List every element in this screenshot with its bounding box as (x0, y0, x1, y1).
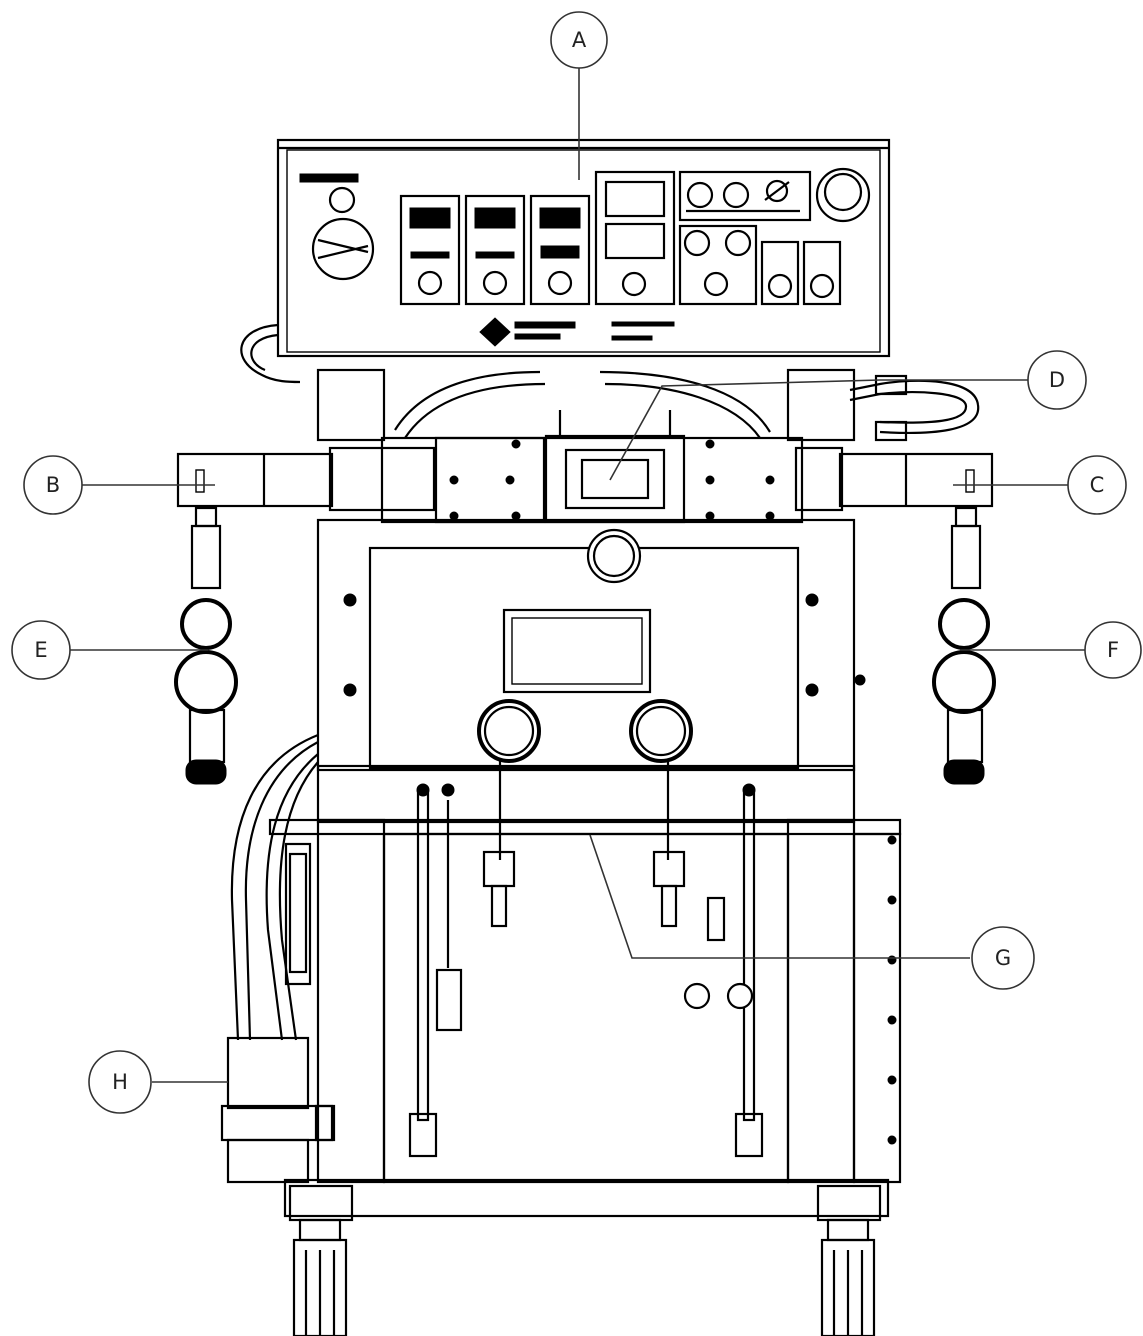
control-panel (276, 138, 891, 358)
wheels (288, 1184, 882, 1336)
meter-right (932, 506, 996, 785)
callout-h: H (88, 1050, 152, 1114)
callout-e: E (11, 620, 71, 680)
frame (268, 518, 902, 1218)
callout-label-a: A (572, 28, 587, 52)
callout-label-g: G (995, 946, 1011, 970)
zone-modules (399, 194, 591, 306)
callout-label-h: H (112, 1070, 128, 1094)
callout-f: F (1084, 621, 1142, 679)
callout-d: D (1027, 350, 1087, 410)
leader-lines (70, 67, 1086, 1083)
meter-left (174, 506, 238, 785)
callout-label-e: E (34, 638, 47, 662)
callout-g: G (971, 926, 1035, 990)
callout-label-b: B (46, 473, 60, 497)
pump-assembly (316, 368, 856, 524)
callout-label-f: F (1107, 638, 1119, 662)
panel-hoses (240, 323, 980, 442)
callout-label-c: C (1090, 473, 1105, 497)
callout-a: A (550, 11, 608, 69)
leader-d (609, 379, 1028, 481)
heater-left (176, 446, 436, 512)
left-hose-bundle (220, 733, 336, 1184)
callout-label-d: D (1049, 368, 1065, 392)
callout-b: B (23, 455, 83, 515)
heater-right (794, 446, 994, 512)
leader-g (589, 834, 970, 959)
callout-c: C (1067, 455, 1127, 515)
